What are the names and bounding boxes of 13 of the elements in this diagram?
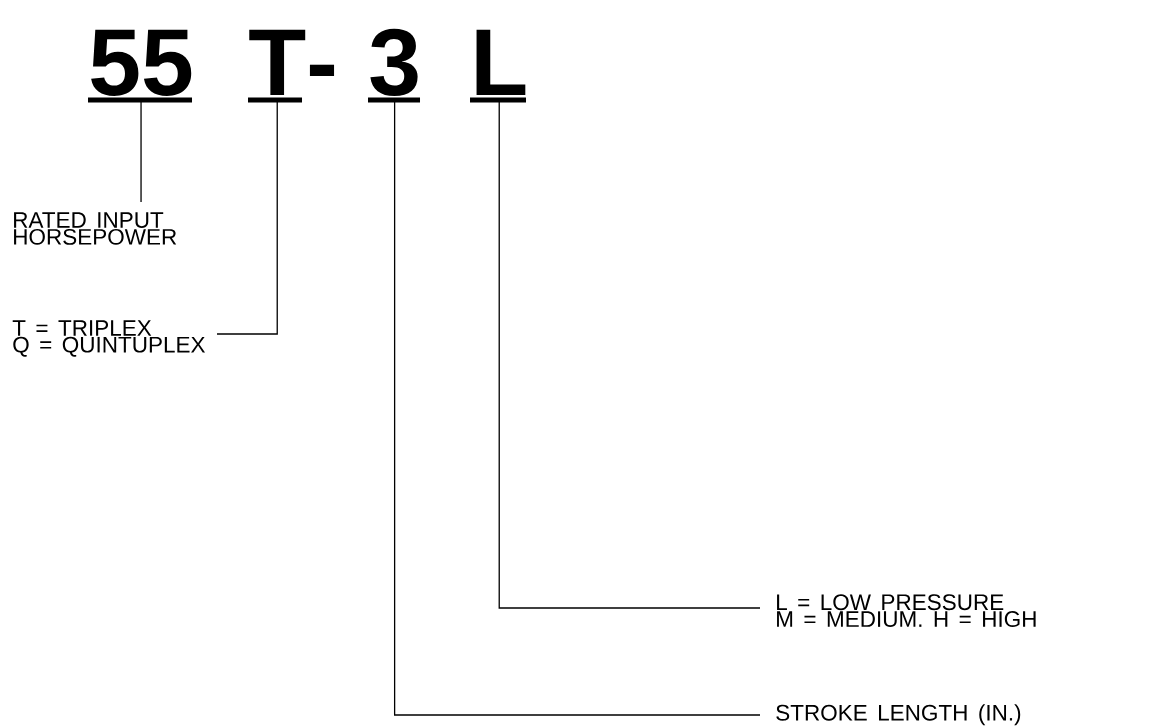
leader-line xyxy=(394,100,761,716)
description-text: STROKE LENGTH (IN.) xyxy=(776,704,1021,726)
leader-line xyxy=(498,99,761,609)
leader-line xyxy=(140,100,142,203)
description-text: L = LOW PRESSURE M = MEDIUM. H = HIGH xyxy=(777,594,1036,628)
leader-line xyxy=(216,99,278,335)
hyphen: - xyxy=(309,64,335,76)
code-character: T xyxy=(248,29,306,103)
description-text: T = TRIPLEX Q = QUINTUPLEX xyxy=(12,320,206,357)
code-character: 55 xyxy=(88,29,192,103)
code-character: 3 xyxy=(368,28,420,103)
code-character: L xyxy=(470,29,526,103)
description-text: RATED INPUT HORSEPOWER xyxy=(14,212,177,245)
